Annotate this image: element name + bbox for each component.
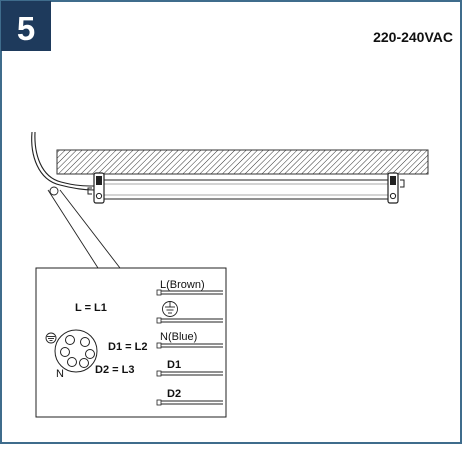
right-bracket bbox=[387, 172, 405, 204]
step-badge bbox=[1, 1, 51, 51]
wire-label-d1: D1 bbox=[167, 359, 181, 371]
left-bracket bbox=[87, 172, 105, 204]
wire-label-blue: N(Blue) bbox=[160, 331, 197, 343]
pin-label-d1: D1 = L2 bbox=[108, 341, 147, 353]
ceiling-hatched bbox=[56, 149, 429, 175]
pin-label-d2: D2 = L3 bbox=[95, 364, 134, 376]
wire-label-d2: D2 bbox=[167, 388, 181, 400]
pin-label-l: L = L1 bbox=[75, 302, 107, 314]
wire-label-brown: L(Brown) bbox=[160, 279, 205, 291]
motor-tube bbox=[97, 179, 399, 200]
wire-terminals bbox=[156, 289, 223, 406]
callout-line-right bbox=[59, 189, 121, 269]
motor-cable bbox=[31, 131, 95, 191]
ground-icon bbox=[45, 332, 57, 344]
pin-label-n: N bbox=[56, 368, 64, 380]
step-number: 5 bbox=[17, 10, 35, 47]
voltage-label: 220-240VAC bbox=[373, 29, 453, 45]
connector-plug bbox=[54, 329, 98, 373]
callout-line-left bbox=[47, 189, 99, 269]
